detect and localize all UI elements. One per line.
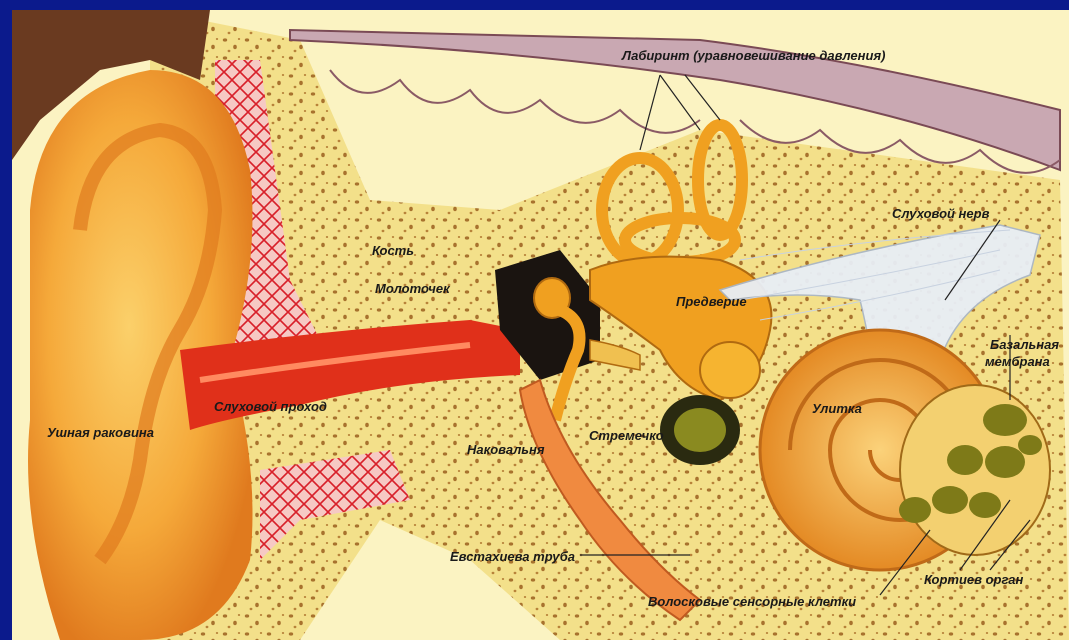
label-eustachian-tube: Евстахиева труба xyxy=(450,549,575,564)
label-basilar-membrane-1: Базальная xyxy=(990,337,1059,352)
label-cochlea: Улитка xyxy=(812,401,862,416)
vestibule-sac xyxy=(700,342,760,398)
label-auditory-nerve: Слуховой нерв xyxy=(892,206,990,221)
label-basilar-membrane-2: мембрана xyxy=(985,354,1050,369)
label-malleus: Молоточек xyxy=(375,281,451,296)
label-organ-of-corti: Кортиев орган xyxy=(924,572,1023,587)
round-window-area xyxy=(660,395,740,465)
cochlea-cross-section xyxy=(899,385,1050,555)
label-ear-canal: Слуховой проход xyxy=(214,399,327,414)
label-incus: Наковальня xyxy=(467,442,545,457)
label-vestibule: Предверие xyxy=(676,294,747,309)
label-stapes: Стремечко xyxy=(589,428,664,443)
label-hair-cells: Волосковые сенсорные клетки xyxy=(648,594,856,609)
label-labyrinth: Лабиринт (уравновешивание давления) xyxy=(621,48,885,63)
label-auricle: Ушная раковина xyxy=(47,425,154,440)
label-bone: Кость xyxy=(372,243,414,258)
